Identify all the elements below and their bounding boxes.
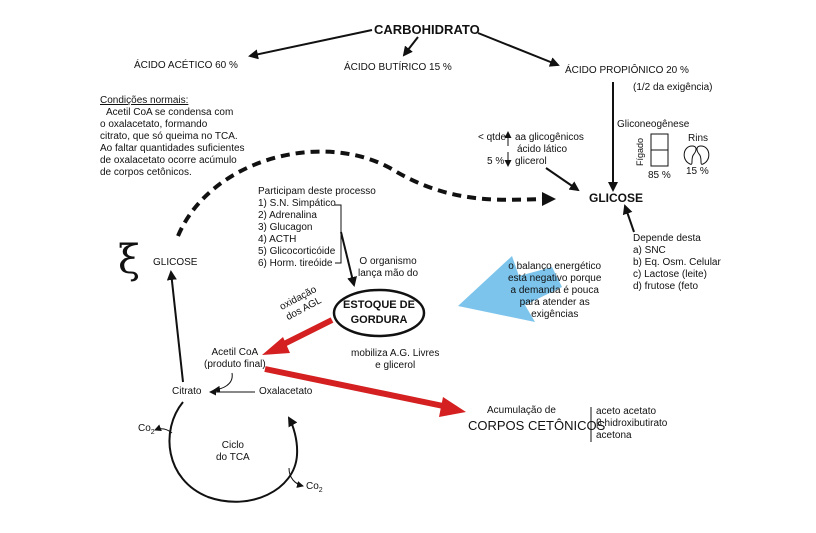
fat-store-line-0: ESTOQUE DE [343,299,415,311]
red-arrow-acetyl-to-ketone [264,366,449,410]
mobilize-line-0: mobiliza A.G. Livres [351,348,440,359]
co2-left-label: Co2 [138,423,155,439]
co2-right-label: Co2 [306,481,323,497]
processes-heading: Participam deste processo [258,186,376,197]
normal-conditions-line-4: de oxalacetato ocorre acúmulo [100,155,237,166]
arrow-to-propionic [477,32,560,67]
normal-conditions-heading: Condições normais: [100,95,189,106]
ketone-heading: Acumulação de [487,405,556,416]
normal-conditions-line-5: de corpos cetônicos. [100,167,192,178]
depends-item-0: a) SNC [633,245,666,256]
process-item-2: 3) Glucagon [258,222,313,233]
energy-line-3: para atender as [519,297,590,308]
dashed-curve-arrowhead [542,192,556,206]
precursors-qtde: < qtde [478,132,507,143]
tca-cycle-arc [168,401,299,503]
tca-line-0: Ciclo [221,440,244,451]
propionic-note: (1/2 da exigência) [633,82,713,93]
red-arrowhead-acetyl [262,337,290,355]
mobilize-block: mobiliza A.G. Livres e glicerol [351,348,439,372]
energy-balance-block: o balanço energético está negativo porqu… [508,261,601,321]
normal-conditions-line-2: citrato, que só queima no TCA. [100,131,238,142]
co2-left-sub: 2 [150,429,155,436]
ketone-item-1: β hidroxibutirato [596,418,668,429]
process-item-5: 6) Horm. tireóide [258,258,333,269]
organism-line-0: O organismo [359,256,417,267]
normal-conditions-line-0: Acetil CoA se condensa com [106,107,234,118]
process-item-3: 4) ACTH [258,234,297,245]
co2-left-arrow [154,424,173,434]
energy-line-2: a demanda é pouca [510,285,599,296]
fat-store-line-1: GORDURA [350,314,408,326]
co2-right-text: Co [306,481,319,492]
dashed-curve-arrow [176,149,546,237]
acetyl-line-0: Acetil CoA [211,347,259,358]
mobilize-line-1: e glicerol [375,360,416,371]
acetyl-to-citrate-curve [213,372,233,393]
precursors-list: aa glicogênicos ácido lático glicerol [515,132,584,168]
red-arrow-fat-to-acetyl [278,317,334,349]
depends-heading: Depende desta [633,233,701,244]
organism-block: O organismo lança mão do [358,256,418,280]
process-item-0: 1) S.N. Simpático [258,198,336,209]
precursors-percent: 5 % [487,156,505,167]
acetyl-line-1: (produto final) [204,359,266,370]
energy-line-0: o balanço energético [508,261,602,272]
arrow-to-acetic [248,29,373,60]
red-arrowhead-ketone [439,397,466,417]
fat-store-oval [332,288,426,338]
depends-item-2: c) Lactose (leite) [633,269,707,280]
energy-line-4: exigências [531,309,579,320]
precursor-item-2: glicerol [515,156,547,167]
butyric-acid-label: ÁCIDO BUTÍRICO 15 % [344,62,452,73]
tca-label: Ciclo do TCA [216,440,250,464]
ketone-item-2: acetona [596,430,632,441]
propionic-acid-label: ÁCIDO PROPIÔNICO 20 % [565,65,689,76]
process-item-4: 5) Glicocorticóide [258,246,336,257]
tca-line-1: do TCA [216,452,250,463]
acetyl-coa-block: Acetil CoA (produto final) [204,347,266,371]
co2-left-text: Co [138,423,151,434]
title-carbohidrato: CARBOHIDRATO [374,22,480,37]
arrow-precursors-to-glucose [545,167,580,192]
kidney-right-icon [696,145,710,165]
depends-item-1: b) Eq. Osm. Celular [633,257,721,268]
co2-right-sub: 2 [318,487,323,494]
oxaloacetate-label: Oxalacetato [259,386,313,397]
arrow-depends-to-glucose [622,204,635,233]
kidneys-label: Rins [688,133,709,144]
acetic-acid-label: ÁCIDO ACÉTICO 60 % [134,60,238,71]
arrow-process-to-fat [340,231,357,287]
ketone-item-0: aceto acetato [596,406,657,417]
kidneys-percent: 15 % [686,166,709,177]
organism-line-1: lança mão do [358,268,419,279]
depends-block: Depende desta a) SNC b) Eq. Osm. Celular… [633,233,721,293]
normal-conditions-line-1: o oxalacetato, formando [100,119,208,130]
depends-item-3: d) frutose (feto [633,281,699,292]
arrow-citrate-to-glucose [166,270,184,383]
glucose-main-label: GLICOSE [589,191,644,205]
precursor-item-0: aa glicogênicos [515,132,584,143]
arrow-to-butyric [402,36,419,57]
normal-conditions-block: Condições normais: Acetil CoA se condens… [100,95,245,179]
citrate-label: Citrato [172,386,202,397]
energy-line-1: está negativo porque [508,273,602,284]
kidney-left-icon [683,145,697,165]
fat-store-label: ESTOQUE DE GORDURA [334,298,424,328]
ketone-list: aceto acetato β hidroxibutirato acetona [596,406,667,442]
gluconeogenesis-label: Gliconeogênese [617,119,690,130]
co2-right-arrow [288,467,304,488]
glucose-left-label: GLICOSE [153,257,198,268]
liver-label: Fígado [635,137,645,166]
blue-energy-arrow [458,256,562,322]
process-item-1: 2) Adrenalina [258,210,317,221]
liver-percent: 85 % [648,170,671,181]
processes-block: Participam deste processo 1) S.N. Simpát… [258,186,376,270]
precursor-item-1: ácido lático [517,144,568,155]
xi-symbol: ξ [118,237,141,283]
normal-conditions-line-3: Ao faltar quantidades suficientes [100,143,245,154]
ketone-title: CORPOS CETÔNICOS [468,418,606,433]
